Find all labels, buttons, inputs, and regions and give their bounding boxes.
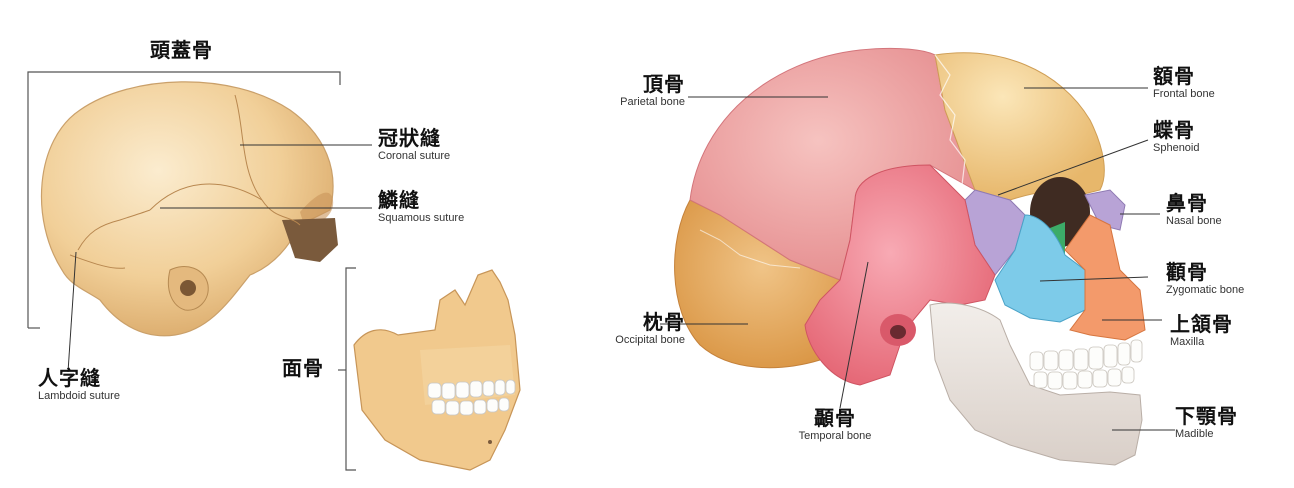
temporal-bone-en: Temporal bone [798,430,872,442]
maxilla-zh: 上頷骨 [1170,312,1233,336]
frontal-bone-label: 額骨 Frontal bone [1153,66,1215,100]
cranium-label: 頭蓋骨 [150,40,213,60]
sphenoid-zh: 蝶骨 [1153,118,1195,142]
cranium-label-zh: 頭蓋骨 [150,38,213,62]
coronal-suture-zh: 冠狀縫 [378,126,441,150]
lambdoid-suture-zh: 人字縫 [38,366,101,390]
maxilla-label: 上頷骨 Maxilla [1170,314,1233,348]
colored-skull-illustration [674,47,1146,466]
lower-teeth [427,379,516,416]
zygomatic-bone-en: Zygomatic bone [1166,284,1245,296]
facial-bones-illustration [353,269,521,471]
coronal-suture-label: 冠狀縫 Coronal suture [378,128,450,162]
facial-bones-label: 面骨 [282,358,324,378]
cranium-bracket [27,71,341,329]
occipital-bone-en: Occipital bone [615,334,685,346]
occipital-bone-label: 枕骨 Occipital bone [575,312,685,346]
sphenoid-en: Sphenoid [1153,142,1200,154]
facial-bones-zh: 面骨 [282,356,324,380]
coronal-suture-en: Coronal suture [378,150,451,162]
squamous-suture-en: Squamous suture [378,212,465,224]
squamous-suture-label: 鱗縫 Squamous suture [378,190,464,224]
parietal-bone-zh: 頂骨 [643,72,685,96]
nasal-bone-en: Nasal bone [1166,215,1222,227]
right-leader-lines [660,87,1175,431]
parietal-bone-label: 頂骨 Parietal bone [585,74,685,108]
lambdoid-suture-en: Lambdoid suture [38,390,120,402]
left-leader-lines [67,144,372,373]
nasal-bone-zh: 鼻骨 [1166,191,1208,215]
occipital-bone-zh: 枕骨 [643,310,685,334]
mandible-en: Madible [1175,428,1214,440]
mandible-zh: 下顎骨 [1175,404,1238,428]
zygomatic-bone-label: 顴骨 Zygomatic bone [1166,262,1244,296]
frontal-bone-en: Frontal bone [1153,88,1215,100]
upper-teeth [1029,339,1143,390]
sphenoid-label: 蝶骨 Sphenoid [1153,120,1200,154]
frontal-bone-zh: 額骨 [1153,64,1195,88]
facial-bones-bracket [338,267,356,471]
maxilla-en: Maxilla [1170,336,1205,348]
temporal-bone-label: 顳骨 Temporal bone [780,408,890,442]
parietal-bone-en: Parietal bone [620,96,685,108]
temporal-bone-zh: 顳骨 [814,406,856,430]
cranium-illustration [40,81,338,337]
mandible-label: 下顎骨 Madible [1175,406,1238,440]
squamous-suture-zh: 鱗縫 [378,188,420,212]
lambdoid-suture-label: 人字縫 Lambdoid suture [38,368,120,402]
nasal-bone-label: 鼻骨 Nasal bone [1166,193,1222,227]
zygomatic-bone-zh: 顴骨 [1166,260,1208,284]
